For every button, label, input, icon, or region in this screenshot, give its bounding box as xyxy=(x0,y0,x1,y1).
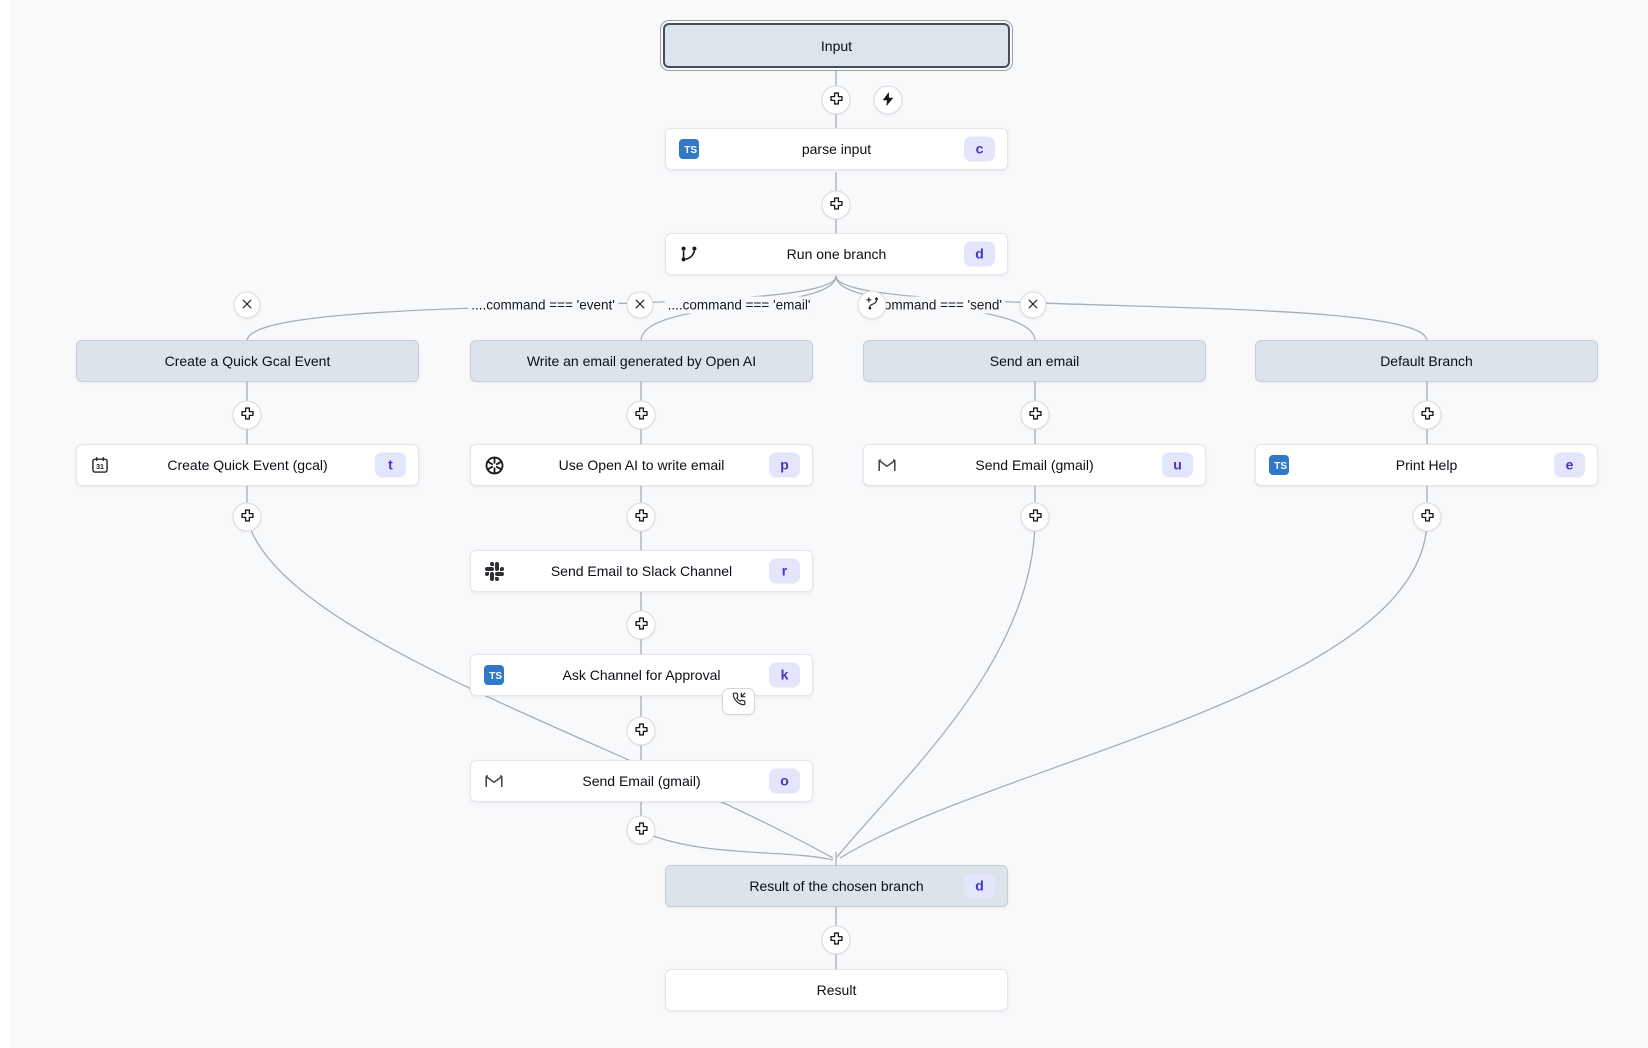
branch-header-label: Create a Quick Gcal Event xyxy=(164,353,331,369)
step-id-badge: e xyxy=(1554,452,1585,478)
step-id-badge: c xyxy=(964,136,995,162)
insert-step-button[interactable] xyxy=(821,85,851,115)
branch-header-gcal-event[interactable]: Create a Quick Gcal Event xyxy=(76,340,419,382)
step-id-badge: t xyxy=(375,452,406,478)
phone-incoming-icon xyxy=(732,692,746,711)
node-label: Result of the chosen branch xyxy=(749,878,924,894)
branch-condition: ....command === 'event' xyxy=(468,296,618,314)
node-label: Send Email to Slack Channel xyxy=(550,563,733,579)
insert-step-button[interactable] xyxy=(821,925,851,955)
lightning-icon xyxy=(881,91,896,109)
plus-icon xyxy=(633,616,649,635)
node-send-email-gmail-u[interactable]: Send Email (gmail) u xyxy=(863,444,1206,486)
node-result[interactable]: Result xyxy=(665,969,1008,1011)
insert-step-button[interactable] xyxy=(626,716,656,746)
insert-step-button[interactable] xyxy=(232,400,262,430)
insert-step-button[interactable] xyxy=(232,502,262,532)
remove-branch-button[interactable] xyxy=(626,291,654,319)
node-label: Print Help xyxy=(1395,457,1458,473)
git-branch-icon xyxy=(678,243,700,265)
remove-branch-button[interactable] xyxy=(233,291,261,319)
typescript-icon: TS xyxy=(1268,454,1290,476)
node-print-help[interactable]: TS Print Help e xyxy=(1255,444,1598,486)
branch-header-label: Send an email xyxy=(989,353,1080,369)
node-run-one-branch[interactable]: Run one branch d xyxy=(665,233,1008,275)
branch-header-label: Default Branch xyxy=(1380,353,1473,369)
node-label: Use Open AI to write email xyxy=(558,457,725,473)
node-create-quick-event[interactable]: 31 Create Quick Event (gcal) t xyxy=(76,444,419,486)
branch-header-openai-email[interactable]: Write an email generated by Open AI xyxy=(470,340,813,382)
node-send-email-gmail-o[interactable]: Send Email (gmail) o xyxy=(470,760,813,802)
plus-icon xyxy=(1027,508,1043,527)
branch-header-label: Write an email generated by Open AI xyxy=(526,353,757,369)
node-parse-input[interactable]: TS parse input c xyxy=(665,128,1008,170)
insert-step-button[interactable] xyxy=(1412,400,1442,430)
gmail-icon xyxy=(876,454,898,476)
step-id-badge: o xyxy=(769,768,800,794)
plus-icon xyxy=(633,722,649,741)
branch-header-default[interactable]: Default Branch xyxy=(1255,340,1598,382)
node-label: Send Email (gmail) xyxy=(975,457,1094,473)
plus-icon xyxy=(239,508,255,527)
node-label: parse input xyxy=(801,141,872,157)
step-id-badge: p xyxy=(769,452,800,478)
node-label: Input xyxy=(820,37,853,54)
node-ask-channel-approval[interactable]: TS Ask Channel for Approval k xyxy=(470,654,813,696)
node-input[interactable]: Input xyxy=(663,23,1010,68)
add-branch-button[interactable] xyxy=(857,290,887,320)
plus-icon xyxy=(633,821,649,840)
node-send-email-slack[interactable]: Send Email to Slack Channel r xyxy=(470,550,813,592)
node-use-openai[interactable]: Use Open AI to write email p xyxy=(470,444,813,486)
plus-icon xyxy=(1027,406,1043,425)
plus-icon xyxy=(1419,508,1435,527)
remove-branch-button[interactable] xyxy=(1019,291,1047,319)
step-id-badge: r xyxy=(769,558,800,584)
canvas-left-edge xyxy=(0,0,10,1048)
insert-step-button[interactable] xyxy=(626,400,656,430)
slack-icon xyxy=(483,560,505,582)
branch-condition: ....command === 'send' xyxy=(859,296,1005,314)
step-id-badge: k xyxy=(769,662,800,688)
trigger-button[interactable] xyxy=(873,85,903,115)
plus-icon xyxy=(828,91,844,110)
insert-step-button[interactable] xyxy=(821,190,851,220)
branch-condition: ....command === 'email' xyxy=(664,296,814,314)
calendar-icon: 31 xyxy=(89,454,111,476)
close-icon xyxy=(1027,297,1040,313)
approval-suspend-badge xyxy=(722,688,755,715)
node-label: Create Quick Event (gcal) xyxy=(167,457,328,473)
insert-step-button[interactable] xyxy=(626,815,656,845)
typescript-icon: TS xyxy=(678,138,700,160)
node-label: Run one branch xyxy=(786,246,887,262)
step-id-badge: d xyxy=(964,873,995,899)
insert-step-button[interactable] xyxy=(626,610,656,640)
typescript-icon: TS xyxy=(483,664,505,686)
svg-text:31: 31 xyxy=(96,463,104,471)
insert-step-button[interactable] xyxy=(1020,502,1050,532)
step-id-badge: d xyxy=(964,241,995,267)
node-result-of-branch[interactable]: Result of the chosen branch d xyxy=(665,865,1008,907)
plus-icon xyxy=(633,508,649,527)
step-id-badge: u xyxy=(1162,452,1193,478)
insert-step-button[interactable] xyxy=(1412,502,1442,532)
insert-step-button[interactable] xyxy=(626,502,656,532)
plus-icon xyxy=(1419,406,1435,425)
insert-step-button[interactable] xyxy=(1020,400,1050,430)
plus-icon xyxy=(828,931,844,950)
close-icon xyxy=(241,297,254,313)
node-label: Ask Channel for Approval xyxy=(562,667,721,683)
plus-icon xyxy=(239,406,255,425)
openai-icon xyxy=(483,454,505,476)
close-icon xyxy=(634,297,647,313)
branch-add-icon xyxy=(864,296,880,315)
plus-icon xyxy=(828,196,844,215)
node-label: Result xyxy=(816,982,857,998)
node-label: Send Email (gmail) xyxy=(582,773,701,789)
gmail-icon xyxy=(483,770,505,792)
plus-icon xyxy=(633,406,649,425)
branch-header-send-email[interactable]: Send an email xyxy=(863,340,1206,382)
